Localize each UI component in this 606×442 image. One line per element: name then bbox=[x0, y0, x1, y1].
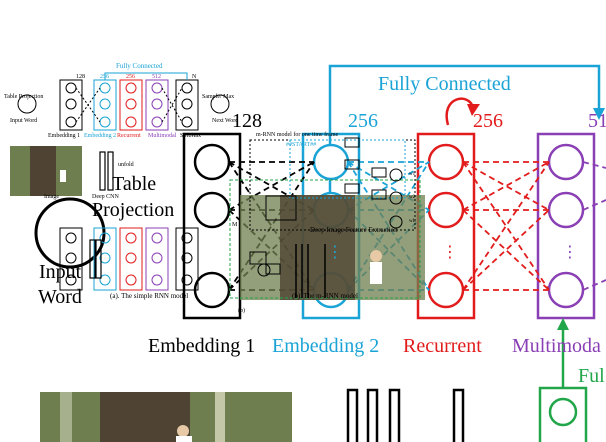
node bbox=[547, 143, 585, 181]
small-cnn-features: Deep Image Feature Extraction bbox=[310, 226, 398, 234]
dim-embedding2-label: 256 bbox=[348, 110, 378, 132]
connections-mm-out bbox=[582, 161, 606, 291]
small-deep-cnn: Deep CNN bbox=[92, 194, 119, 200]
large-diagram bbox=[10, 64, 606, 442]
fully-connected-right-box bbox=[538, 386, 588, 442]
left-photo bbox=[10, 146, 82, 196]
small-dim-0: 128 bbox=[76, 74, 85, 80]
deep-cnn-bars bbox=[346, 388, 465, 442]
layer-multimodal-label: Multimoda bbox=[512, 335, 601, 357]
embedding1-nodes bbox=[193, 143, 231, 309]
node bbox=[427, 191, 465, 229]
node bbox=[547, 271, 585, 309]
small-start: ##START## bbox=[286, 142, 316, 148]
ellipsis-embedding2: ⋮ bbox=[327, 242, 343, 261]
node bbox=[193, 271, 231, 309]
dim-multimodal-label: 51 bbox=[588, 110, 606, 132]
small-b-label: (b) bbox=[238, 307, 245, 314]
small-unfold: unfold bbox=[118, 161, 134, 168]
small-diagram-unfold bbox=[89, 137, 406, 298]
small-m-label: M bbox=[232, 222, 238, 228]
input-word-line1: Input bbox=[39, 261, 82, 283]
node bbox=[427, 143, 465, 181]
recurrent-self-loop bbox=[445, 97, 475, 126]
multimodal-box bbox=[536, 132, 596, 320]
small-layer-0: Embedding 1 bbox=[48, 133, 80, 139]
layer-embedding2-label: Embedding 2 bbox=[272, 335, 379, 357]
recurrent-loop-arrowhead bbox=[467, 104, 480, 116]
small-dim-2: 256 bbox=[126, 74, 135, 80]
small-dim-3: 512 bbox=[152, 74, 161, 80]
small-fully-connected: Fully Connected bbox=[116, 62, 163, 70]
fully-connected-right-node bbox=[548, 397, 578, 427]
small-table-projection: Table Projection bbox=[4, 94, 43, 100]
node bbox=[312, 143, 350, 181]
small-next-word: Next Word bbox=[212, 118, 238, 124]
node bbox=[427, 271, 465, 309]
multimodal-nodes bbox=[547, 143, 585, 309]
small-input-word: Input Word bbox=[10, 118, 37, 124]
fully-connected-arrowhead bbox=[593, 108, 605, 120]
small-sample-max: Sample/ Max bbox=[202, 94, 234, 100]
fully-connected-right-label: Ful bbox=[578, 365, 605, 387]
small-layer-1: Embedding 2 bbox=[84, 133, 116, 139]
small-w-label-1: w2 bbox=[409, 195, 416, 200]
mid-photo bbox=[240, 195, 425, 300]
small-dim-4: N bbox=[192, 74, 197, 80]
fully-connected-arrow bbox=[328, 64, 601, 210]
connections-rec-mm bbox=[462, 161, 550, 291]
fully-connected-right-arrowhead bbox=[557, 318, 569, 330]
small-rnn-unfold: m-RNN model for one time frame bbox=[256, 131, 338, 138]
small-w-label-0: w1 bbox=[409, 172, 416, 177]
small-layer-3: Multimodal bbox=[148, 133, 177, 139]
ellipsis-multimodal: ⋮ bbox=[562, 242, 578, 261]
small-caption-a: (a). The simple RNN model bbox=[110, 292, 188, 300]
fully-connected-label: Fully Connected bbox=[378, 73, 511, 95]
dim-embedding1-label: 128 bbox=[232, 110, 262, 132]
small-w-label-2: wL bbox=[409, 219, 416, 224]
small-image: Image bbox=[44, 194, 59, 200]
small-caption-b: (b). The m-RNN model bbox=[292, 292, 358, 300]
table-projection-line1: Table bbox=[112, 173, 156, 195]
node bbox=[547, 191, 585, 229]
recurrent-nodes bbox=[427, 143, 465, 309]
small-diagram-a bbox=[17, 72, 230, 131]
small-layer-2: Recurrent bbox=[117, 133, 141, 139]
small-dim-1: 256 bbox=[100, 74, 109, 80]
table-projection-line2: Projection bbox=[92, 199, 174, 221]
ellipsis-recurrent: ⋮ bbox=[442, 242, 458, 261]
small-softmax: SoftMax bbox=[180, 132, 201, 139]
node bbox=[193, 143, 231, 181]
input-word-line2: Word bbox=[38, 286, 82, 308]
dim-recurrent-label: 256 bbox=[473, 110, 503, 132]
layer-embedding1-label: Embedding 1 bbox=[148, 335, 255, 357]
node bbox=[193, 191, 231, 229]
layer-recurrent-label: Recurrent bbox=[403, 335, 482, 357]
large-photo bbox=[40, 392, 292, 442]
